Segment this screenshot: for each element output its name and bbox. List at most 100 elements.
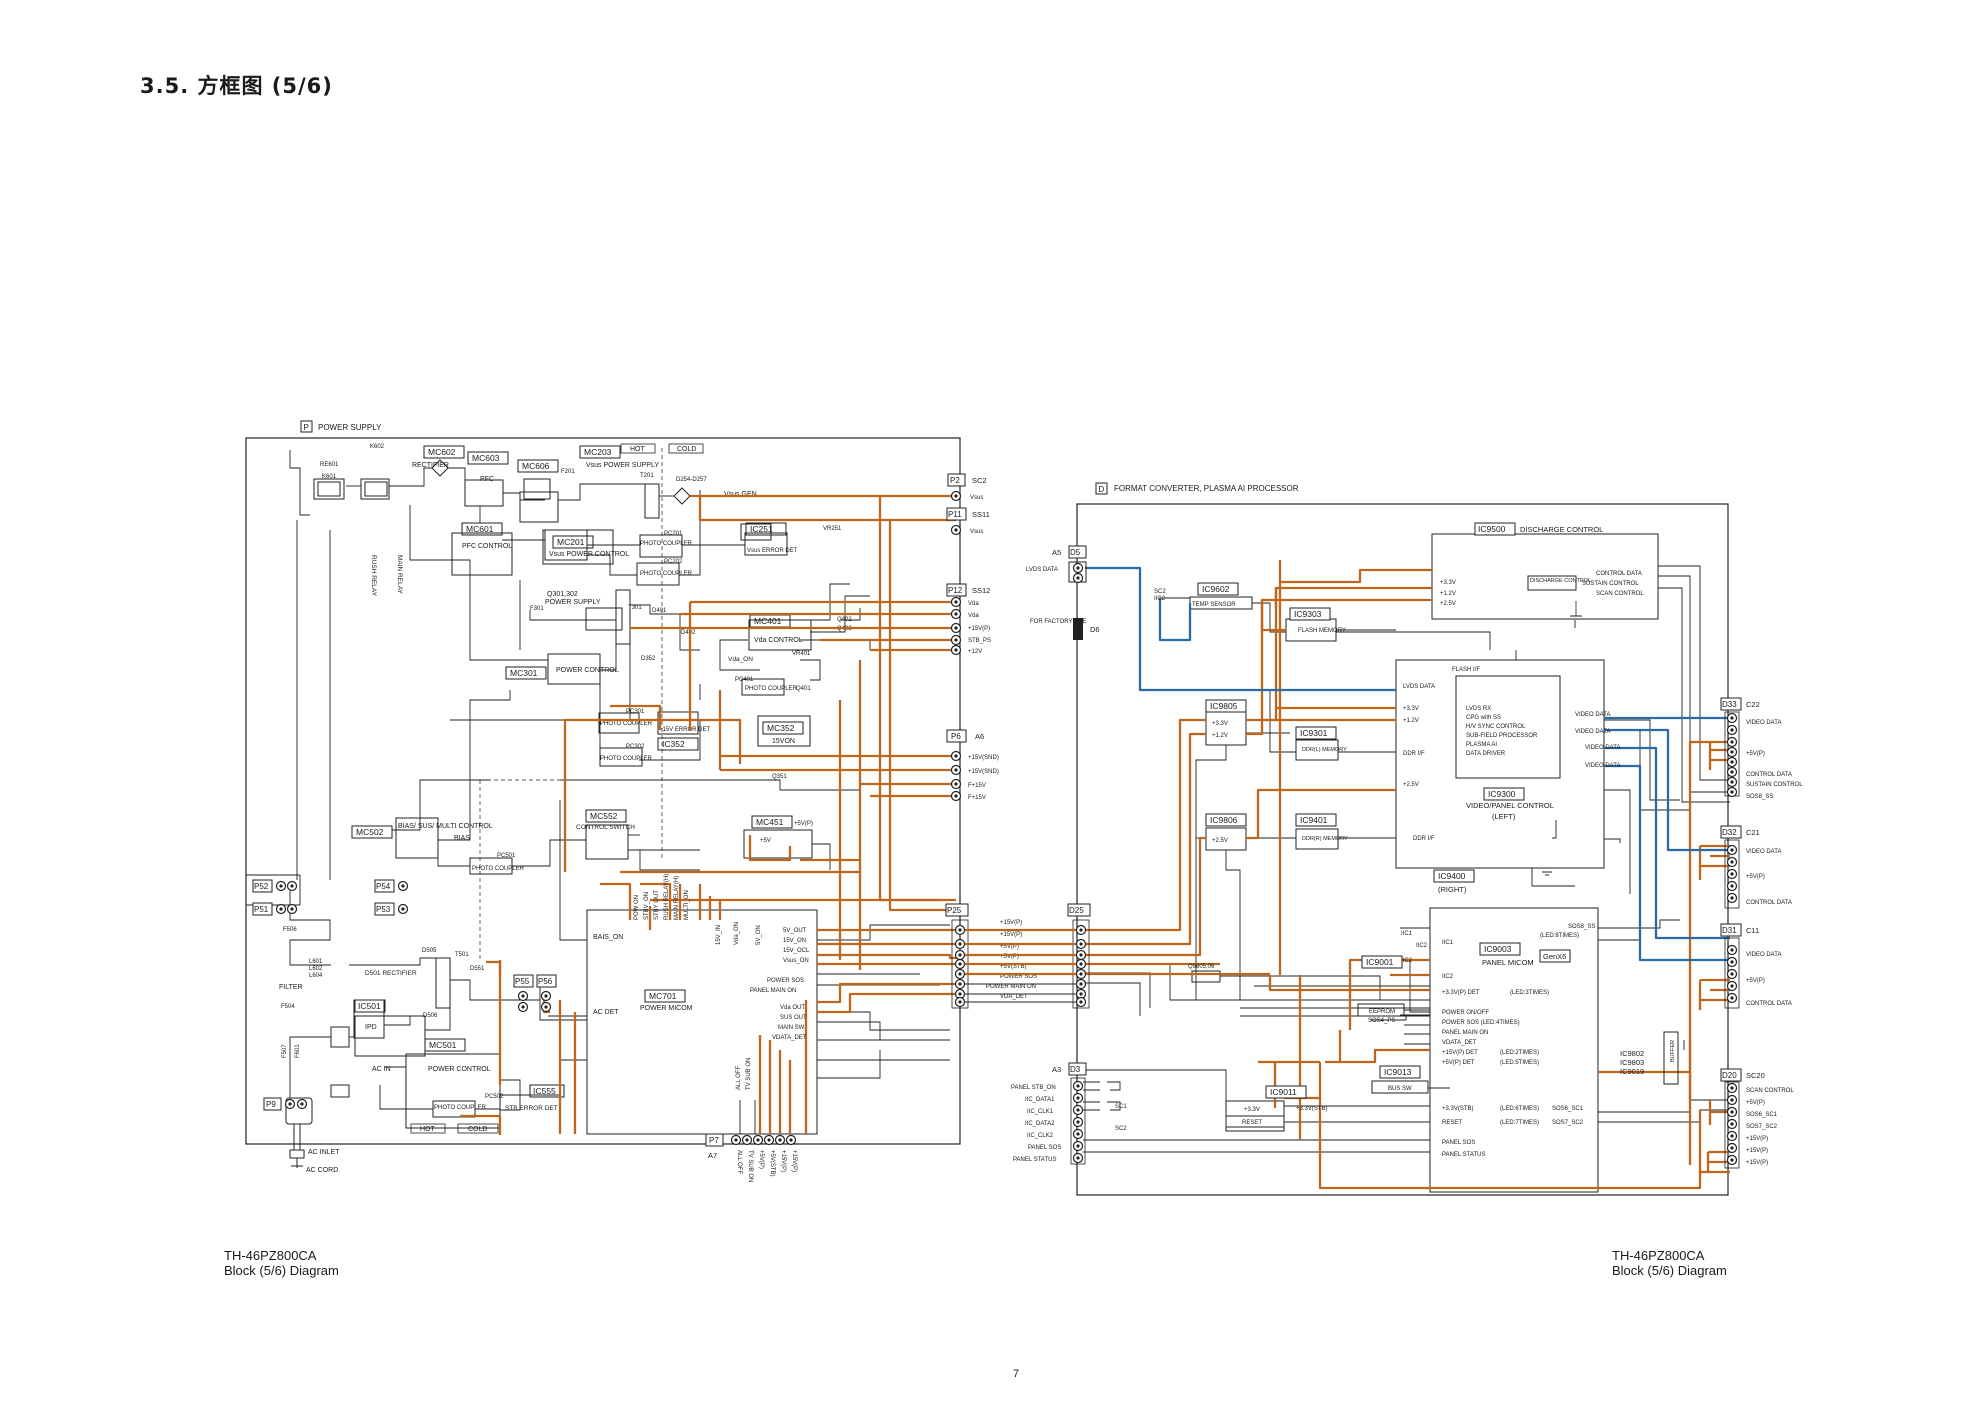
svg-text:VIDEO DATA: VIDEO DATA	[1575, 729, 1610, 735]
ic9802-group: IC9802 IC9803 IC9019 BUFFER	[1620, 1031, 1679, 1085]
svg-text:D506: D506	[423, 1013, 438, 1019]
svg-text:POWER SUPPLY: POWER SUPPLY	[318, 423, 382, 432]
svg-text:P55: P55	[515, 977, 530, 986]
svg-text:PANEL STATUS: PANEL STATUS	[1442, 1152, 1485, 1158]
svg-text:D6: D6	[1090, 625, 1100, 634]
svg-text:MC201: MC201	[557, 537, 585, 547]
svg-text:+15V(P): +15V(P)	[1000, 932, 1022, 938]
svg-text:AC INLET: AC INLET	[308, 1149, 340, 1156]
svg-text:MAIN RELAY: MAIN RELAY	[396, 555, 403, 595]
ic9602: IC9602 TEMP SENSOR SC2 IIC2	[1154, 582, 1239, 608]
svg-text:PHOTO COUPLER: PHOTO COUPLER	[600, 721, 653, 727]
footer-left-model: TH-46PZ800CA	[224, 1248, 317, 1263]
svg-text:POWER SOS: POWER SOS	[1000, 974, 1037, 980]
svg-text:POWER CONTROL: POWER CONTROL	[428, 1066, 491, 1073]
svg-text:VIDEO DATA: VIDEO DATA	[1585, 745, 1620, 751]
svg-text:SOS8_SS: SOS8_SS	[1568, 924, 1595, 930]
svg-text:LVDS RX: LVDS RX	[1466, 706, 1491, 712]
svg-text:P2: P2	[950, 476, 960, 485]
svg-text:PANEL MAIN ON: PANEL MAIN ON	[750, 988, 796, 994]
connector-p6: P6 A6 +15V(SND) +15V(SND) F+15V F+15V	[946, 729, 999, 802]
svg-text:IC9001: IC9001	[1366, 957, 1394, 967]
svg-text:A7: A7	[708, 1151, 717, 1160]
svg-text:MC603: MC603	[472, 453, 500, 463]
svg-text:IIC1: IIC1	[1401, 931, 1413, 937]
svg-text:POWER ON/OFF: POWER ON/OFF	[1442, 1010, 1489, 1016]
svg-text:+2.5V: +2.5V	[1440, 601, 1456, 607]
svg-text:COLD: COLD	[677, 446, 696, 453]
svg-text:+1.2V: +1.2V	[1440, 591, 1456, 597]
svg-text:+3.3V: +3.3V	[1440, 580, 1456, 586]
svg-text:+15V(P): +15V(P)	[1000, 920, 1022, 926]
svg-text:IC9400: IC9400	[1438, 871, 1466, 881]
svg-text:IIC_DATA2: IIC_DATA2	[1025, 1121, 1055, 1127]
ic9301: IC9301 DDR(L) MEMORY	[1295, 726, 1347, 753]
svg-text:Q351: Q351	[772, 774, 787, 780]
svg-text:CONTROL DATA: CONTROL DATA	[1746, 1001, 1792, 1007]
format-converter-board: D FORMAT CONVERTER, PLASMA AI PROCESSOR	[965, 482, 1803, 1196]
svg-text:(LED:3TIMES): (LED:3TIMES)	[1510, 990, 1549, 996]
svg-text:Vsus ERROR DET: Vsus ERROR DET	[747, 548, 798, 554]
ic9001: IC9001 EEPROM IIC1 IIC2 IIC2	[1361, 931, 1428, 1015]
svg-text:Q401: Q401	[796, 686, 811, 692]
svg-text:F504: F504	[281, 1004, 295, 1010]
svg-text:C22: C22	[1746, 700, 1760, 709]
svg-text:Vsus POWER SUPPLY: Vsus POWER SUPPLY	[586, 462, 659, 469]
svg-text:D5: D5	[1070, 548, 1081, 557]
connector-d6: D6 FOR FACTORY USE	[1030, 618, 1100, 640]
svg-text:F601: F601	[295, 1044, 301, 1058]
svg-text:Vda OUT: Vda OUT	[780, 1005, 805, 1011]
svg-text:+15V(P) DET: +15V(P) DET	[1442, 1050, 1478, 1056]
svg-text:+15V(P): +15V(P)	[780, 1150, 786, 1172]
svg-text:P6: P6	[951, 732, 961, 741]
svg-text:+5V(STB): +5V(STB)	[769, 1150, 775, 1177]
svg-text:+5V(P) DET: +5V(P) DET	[1442, 1060, 1475, 1066]
power-supply-board: P POWER SUPPLY HOT COLD	[245, 420, 1037, 1182]
svg-text:Vsus POWER CONTROL: Vsus POWER CONTROL	[549, 551, 629, 558]
svg-text:RUSH RELAY: RUSH RELAY	[370, 555, 377, 597]
svg-text:RECTIFIER: RECTIFIER	[412, 462, 449, 469]
svg-text:Vda_ON: Vda_ON	[728, 656, 753, 663]
svg-text:TV SUB ON: TV SUB ON	[747, 1150, 753, 1182]
svg-text:IC9803: IC9803	[1620, 1058, 1644, 1067]
power-board-frame	[245, 437, 961, 1145]
ic9300: FLASH I/F LVDS RX CPG with SS H/V SYNC C…	[1403, 667, 1620, 821]
page-title: 3.5. 方框图 (5/6)	[140, 74, 333, 98]
svg-text:SUSTAIN CONTROL: SUSTAIN CONTROL	[1746, 782, 1803, 788]
svg-text:DATA DRIVER: DATA DRIVER	[1466, 751, 1506, 757]
connector-d25: D25	[1067, 903, 1091, 1009]
svg-text:+5V(P): +5V(P)	[1746, 978, 1765, 984]
svg-text:PFC CONTROL: PFC CONTROL	[462, 543, 512, 550]
svg-text:IC9019: IC9019	[1620, 1067, 1644, 1076]
svg-text:D: D	[1099, 485, 1105, 494]
svg-text:SC2: SC2	[1154, 589, 1166, 595]
svg-text:POWER SUPPLY: POWER SUPPLY	[545, 599, 601, 606]
svg-text:Vsus_ON: Vsus_ON	[783, 958, 809, 964]
svg-text:Vsus GEN: Vsus GEN	[724, 491, 757, 498]
svg-text:+1.2V: +1.2V	[1212, 733, 1228, 739]
svg-text:IC9805: IC9805	[1210, 701, 1238, 711]
connector-d32: D32 C21 VIDEO DATA +5V(P) CONTROL DATA	[1720, 825, 1792, 909]
svg-text:+12V: +12V	[968, 649, 982, 655]
svg-text:SOS7_SC2: SOS7_SC2	[1552, 1120, 1584, 1126]
svg-text:PHOTO COUPLER: PHOTO COUPLER	[600, 756, 653, 762]
ic9401: IC9401 DDR(R) MEMORY	[1295, 813, 1348, 842]
svg-text:HOT: HOT	[630, 446, 646, 453]
svg-text:CONTROL DATA: CONTROL DATA	[1746, 772, 1792, 778]
svg-text:PANEL MAIN ON: PANEL MAIN ON	[1442, 1030, 1488, 1036]
footer-right: TH-46PZ800CA Block (5/6) Diagram	[1612, 1248, 1727, 1278]
svg-text:PHOTO COUPLER: PHOTO COUPLER	[434, 1105, 487, 1111]
svg-text:MC352: MC352	[767, 723, 795, 733]
svg-text:+15V(P): +15V(P)	[1746, 1160, 1768, 1166]
svg-text:D254-D257: D254-D257	[676, 477, 707, 483]
svg-text:SC2: SC2	[1115, 1126, 1127, 1132]
svg-text:DDR(R) MEMORY: DDR(R) MEMORY	[1302, 836, 1348, 842]
svg-text:MC203: MC203	[584, 447, 612, 457]
svg-text:(LEFT): (LEFT)	[1492, 812, 1516, 821]
svg-text:IC251: IC251	[750, 524, 773, 534]
svg-text:(RIGHT): (RIGHT)	[1438, 885, 1467, 894]
svg-text:+15V(P): +15V(P)	[791, 1150, 797, 1172]
svg-text:T301: T301	[628, 605, 642, 611]
svg-text:+3.3V: +3.3V	[1212, 721, 1228, 727]
svg-text:(LED:6TIMES): (LED:6TIMES)	[1500, 1106, 1539, 1112]
